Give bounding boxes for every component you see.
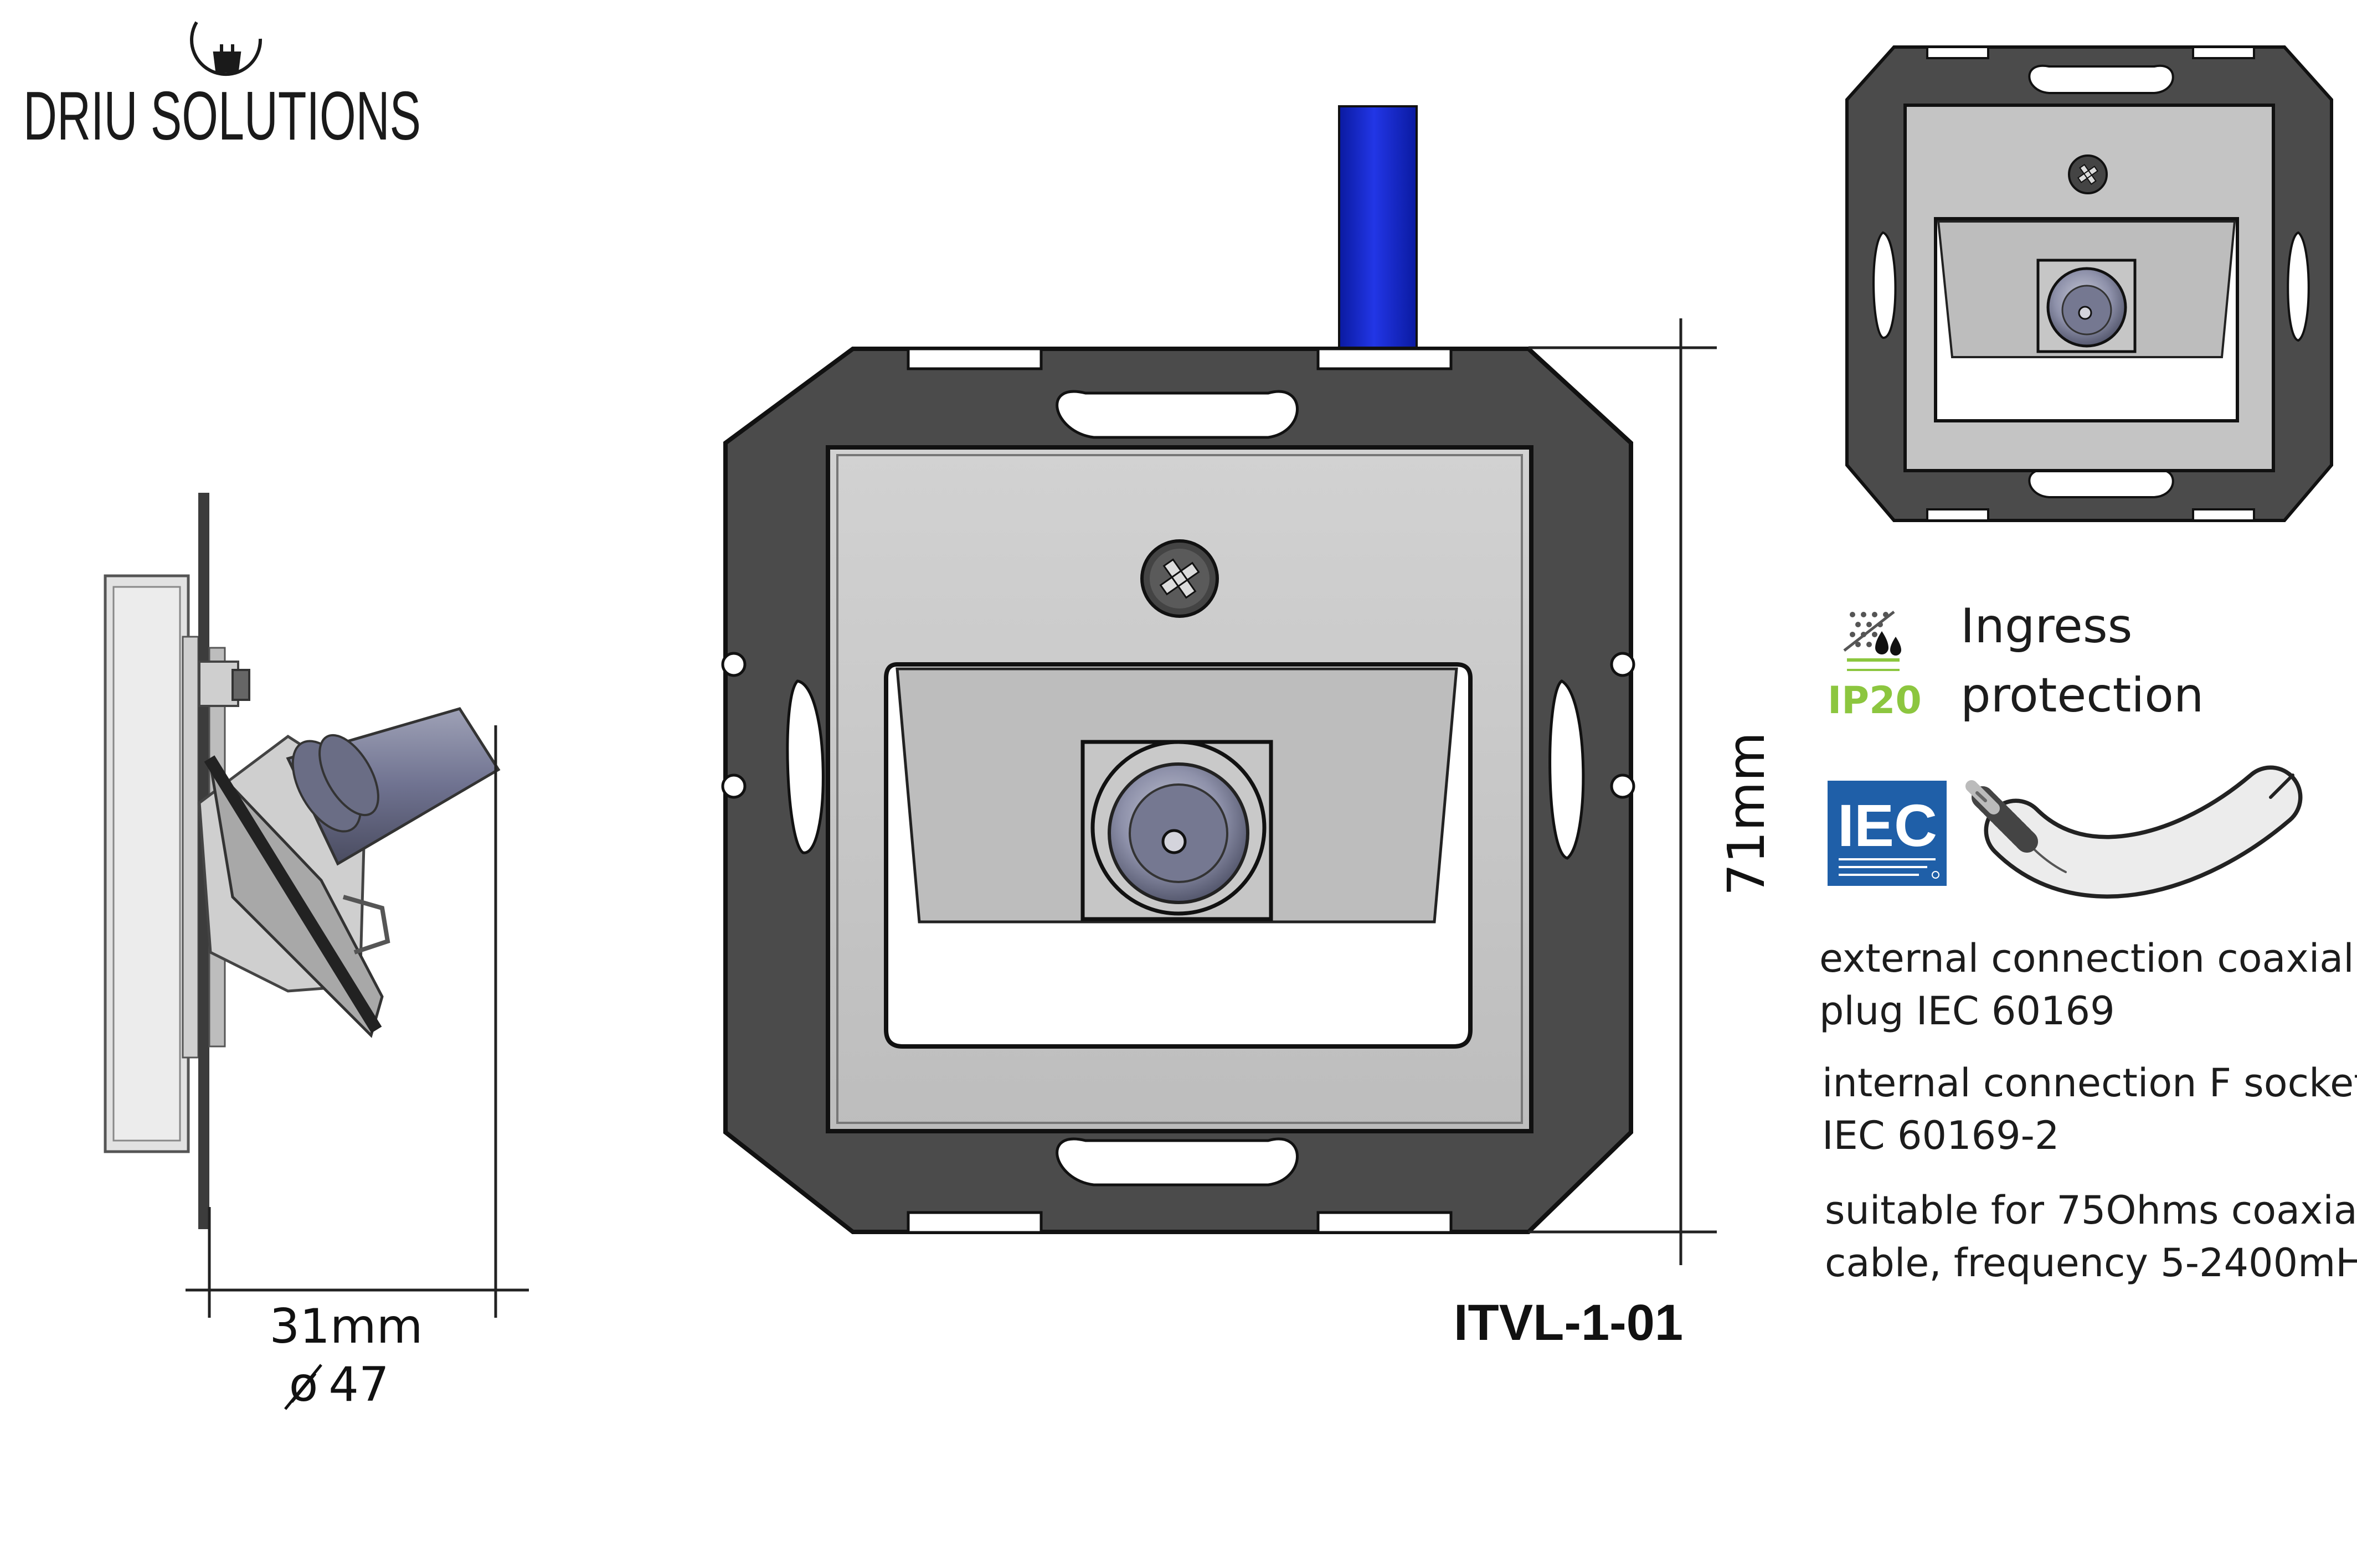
brand-logo: DRIU SOLUTIONS: [23, 21, 421, 154]
side-view-drawing: [104, 493, 501, 1229]
depth-label: 31mm: [270, 1299, 423, 1354]
ingress-label-line2: protection: [1960, 668, 2204, 723]
spec-1-line2: plug IEC 60169: [1819, 988, 2115, 1034]
coax-cable: [1338, 105, 1418, 368]
ip-code: IP20: [1828, 679, 1922, 723]
height-label: 71mm: [1717, 732, 1776, 896]
spec-3-line2: cable, frequency 5-2400mHz: [1825, 1240, 2357, 1286]
thumbnail-view: [1845, 45, 2333, 522]
spec-list: external connection coaxial plug IEC 601…: [1819, 936, 2357, 1286]
coax-connector-icon: [1090, 740, 1267, 916]
thumbnail-connector-icon: [2046, 267, 2127, 348]
spec-1-line1: external connection coaxial: [1819, 936, 2354, 981]
ingress-label-line1: Ingress: [1960, 599, 2132, 654]
ip-rating-icon: [1843, 611, 1901, 671]
model-code: ITVL-1-01: [1454, 1294, 1683, 1351]
height-dimension: [1529, 318, 1717, 1265]
front-view-drawing: [721, 105, 1635, 1234]
spec-3-line1: suitable for 75Ohms coaxial: [1825, 1188, 2357, 1233]
thumbnail-screw-icon: [2068, 154, 2108, 194]
brand-name: DRIU SOLUTIONS: [23, 78, 421, 154]
plug-icon: [190, 21, 263, 76]
iec-logo: IEC: [1828, 781, 1947, 886]
coax-cable-icon: [1965, 765, 2303, 899]
iec-logo-text: IEC: [1838, 792, 1937, 859]
spec-2-line1: internal connection F socket: [1822, 1060, 2357, 1106]
diameter-slash: [284, 1364, 322, 1410]
screw-icon: [1140, 539, 1219, 618]
spec-2-line2: IEC 60169-2: [1822, 1113, 2059, 1158]
depth-dimension: [186, 725, 529, 1318]
diameter-value: 47: [328, 1357, 389, 1412]
